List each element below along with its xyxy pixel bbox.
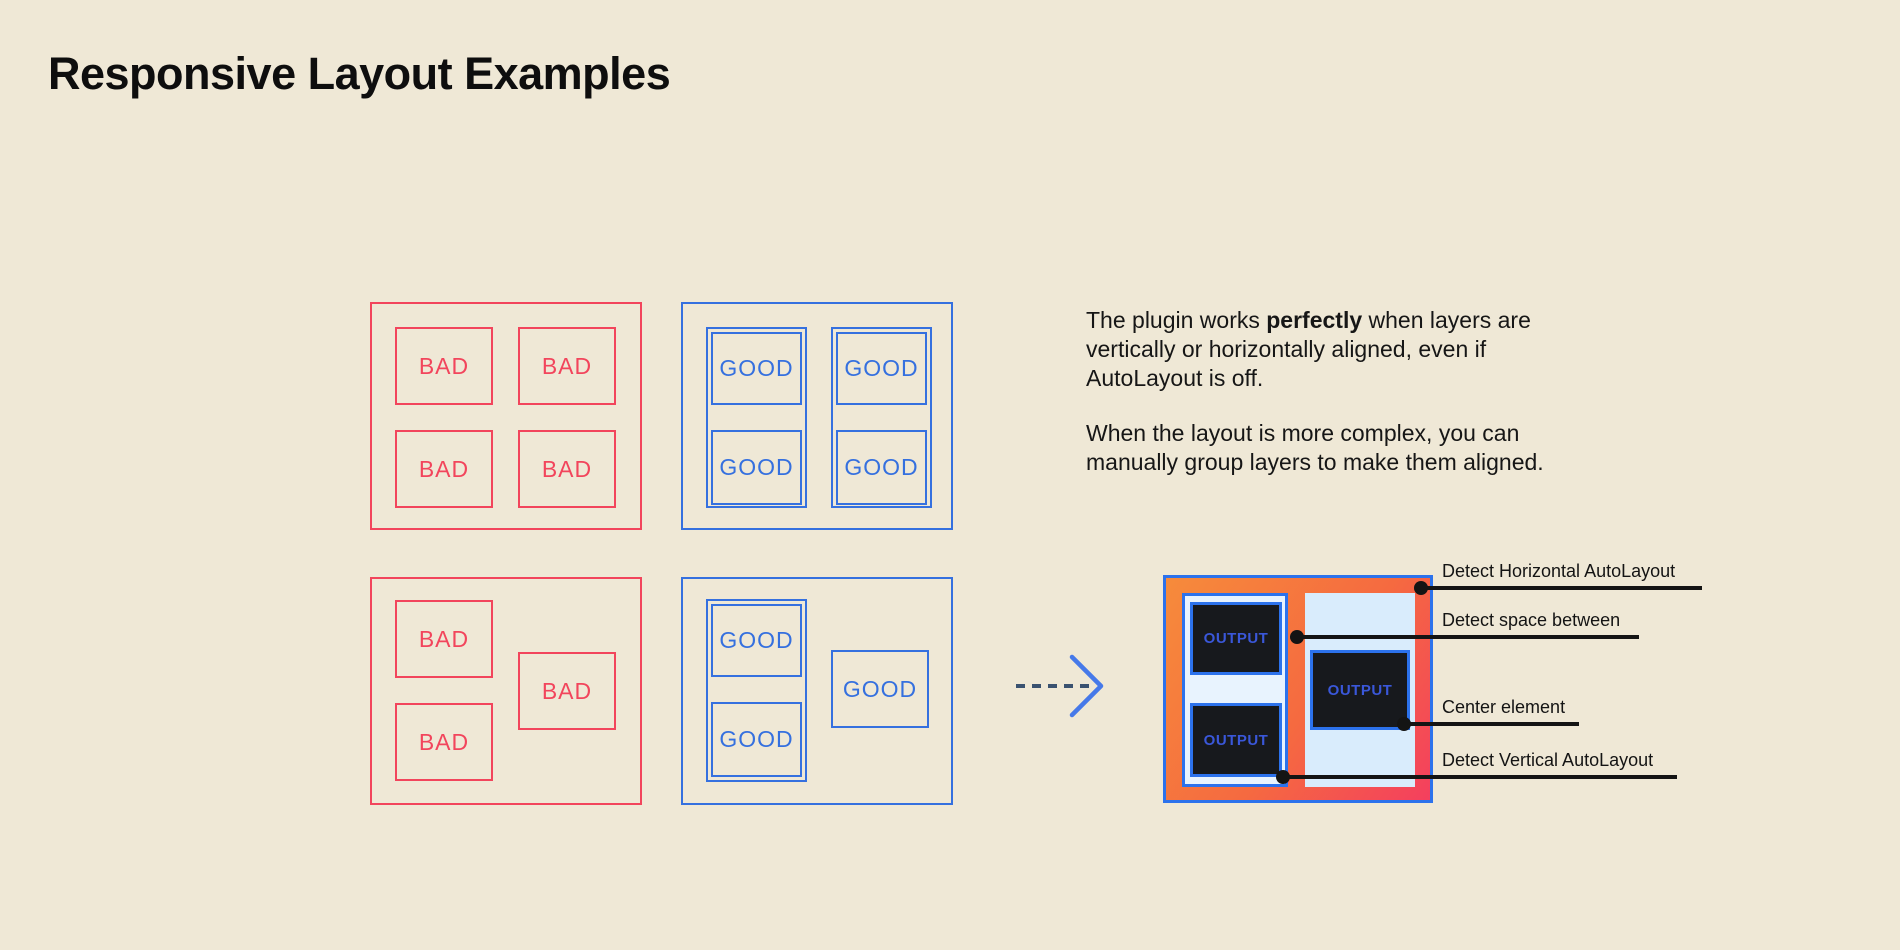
bad-layer-box: BAD	[518, 327, 616, 405]
output-layer-box: OUTPUT	[1190, 602, 1282, 675]
bad-layer-box: BAD	[518, 430, 616, 508]
description-paragraph-1: The plugin works perfectly when layers a…	[1086, 306, 1546, 393]
good-layer-box: GOOD	[831, 650, 929, 728]
output-layer-box: OUTPUT	[1310, 650, 1410, 730]
bad-layer-box: BAD	[395, 327, 493, 405]
good-layer-box: GOOD	[836, 430, 927, 505]
description-text-segment: The plugin works	[1086, 307, 1267, 333]
bad-layer-box: BAD	[518, 652, 616, 730]
annotation-label: Detect Vertical AutoLayout	[1442, 750, 1654, 770]
bad-example-grid-frame: BAD BAD BAD BAD	[370, 302, 642, 530]
vertical-autolayout-panel: OUTPUT OUTPUT	[1182, 593, 1288, 787]
good-layer-group: GOOD GOOD	[706, 327, 807, 508]
annotation-line	[1421, 586, 1702, 590]
annotation-label: Center element	[1442, 697, 1566, 717]
description-text-segment: when layers are vertically or horizontal…	[1086, 307, 1531, 391]
bad-example-complex-frame: BAD BAD BAD	[370, 577, 642, 805]
annotation-label: Detect Horizontal AutoLayout	[1442, 561, 1676, 581]
bad-layer-box: BAD	[395, 703, 493, 781]
arrow-right-icon	[1016, 654, 1104, 718]
good-layer-group: GOOD GOOD	[831, 327, 932, 508]
good-example-grid-frame: GOOD GOOD GOOD GOOD	[681, 302, 953, 530]
good-example-complex-frame: GOOD GOOD GOOD	[681, 577, 953, 805]
good-layer-box: GOOD	[711, 604, 802, 677]
good-layer-box: GOOD	[711, 702, 802, 777]
page-title: Responsive Layout Examples	[48, 48, 671, 99]
output-layer-box: OUTPUT	[1190, 703, 1282, 777]
annotation-label: Detect space between	[1442, 610, 1621, 630]
annotation-line	[1297, 635, 1639, 639]
bad-layer-box: BAD	[395, 430, 493, 508]
good-layer-box: GOOD	[711, 430, 802, 505]
description-text: The plugin works perfectly when layers a…	[1086, 306, 1546, 477]
annotation-line	[1404, 722, 1579, 726]
good-layer-box: GOOD	[836, 332, 927, 405]
good-layer-group: GOOD GOOD	[706, 599, 807, 782]
description-bold-segment: perfectly	[1266, 307, 1363, 333]
center-element-panel: OUTPUT	[1305, 593, 1415, 787]
output-result-frame: OUTPUT OUTPUT OUTPUT	[1163, 575, 1433, 803]
bad-layer-box: BAD	[395, 600, 493, 678]
description-paragraph-2: When the layout is more complex, you can…	[1086, 420, 1544, 475]
annotation-line	[1283, 775, 1677, 779]
good-layer-box: GOOD	[711, 332, 802, 405]
